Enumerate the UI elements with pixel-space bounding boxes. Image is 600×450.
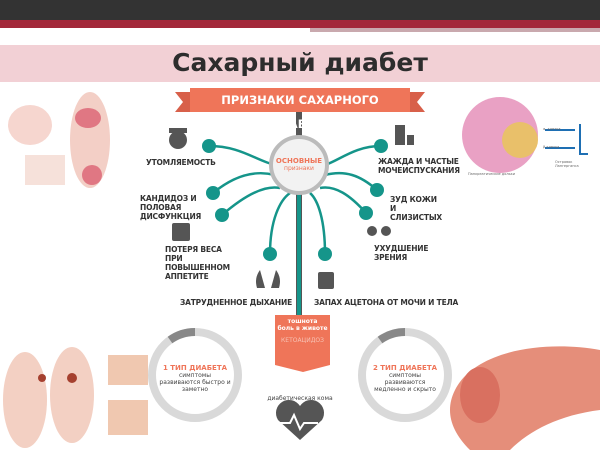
keto-title: КЕТОАЦИДОЗ (281, 337, 324, 344)
symptom-weight-loss: ПОТЕРЯ ВЕСА ПРИ ПОВЫШЕННОМ АППЕТИТЕ (165, 245, 230, 281)
type1-info: 1 ТИП ДИАБЕТА симптомы развиваются быстр… (158, 364, 232, 394)
lobules-label: Панкреатические дольки (468, 172, 516, 176)
type1-title: 1 ТИП ДИАБЕТА (162, 364, 228, 372)
type2-info: 2 ТИП ДИАБЕТА симптомы развиваются медле… (368, 364, 442, 394)
type2-title: 2 ТИП ДИАБЕТА (372, 364, 438, 372)
symptom-candidiasis: КАНДИДОЗ И ПОЛОВАЯ ДИСФУНКЦИЯ (140, 194, 202, 221)
islet-label: Островок Лангерганса (555, 160, 579, 168)
type1-desc: симптомы развиваются быстро и заметно (159, 372, 231, 393)
symptom-vision: УХУДШЕНИЕ ЗРЕНИЯ (374, 244, 429, 262)
foot-illustration (8, 92, 110, 188)
red-band (0, 20, 600, 28)
alpha-cell-label: α- клетка (543, 127, 561, 131)
symptom-itch: ЗУД КОЖИ И СЛИЗИСТЫХ (390, 195, 442, 222)
signs-banner: ПРИЗНАКИ САХАРНОГО ДИАБЕТА (190, 88, 410, 131)
center-hub: ОСНОВНЫЕ признаки (272, 157, 326, 173)
pancreas-cells-illustration (462, 97, 588, 173)
band-shadow (310, 28, 600, 32)
symptom-breathing: ЗАТРУДНЕННОЕ ДЫХАНИЕ (180, 298, 292, 307)
diabetic-coma: диабетическая кома (267, 395, 333, 402)
symptom-acetone: ЗАПАХ АЦЕТОНА ОТ МОЧИ И ТЕЛА (314, 298, 459, 307)
ketoacidosis-box: тошнота боль в животе КЕТОАЦИДОЗ (275, 318, 330, 344)
keto-line2: боль в животе (277, 325, 328, 332)
title-band (0, 45, 600, 82)
slide-title: Сахарный диабет (172, 48, 428, 77)
top-dark-bar (0, 0, 600, 20)
center-line2: признаки (284, 165, 314, 172)
symptom-thirst: ЖАЖДА И ЧАСТЫЕ МОЧЕИСПУСКАНИЯ (378, 157, 460, 175)
center-line1: ОСНОВНЫЕ (275, 157, 323, 165)
beta-cell-label: β-клетка (543, 145, 560, 149)
type2-desc: симптомы развиваются медленно и скрыто (374, 372, 436, 393)
symptom-fatigue: УТОМЛЯЕМОСТЬ (146, 158, 216, 167)
keto-line1: тошнота (287, 318, 318, 325)
